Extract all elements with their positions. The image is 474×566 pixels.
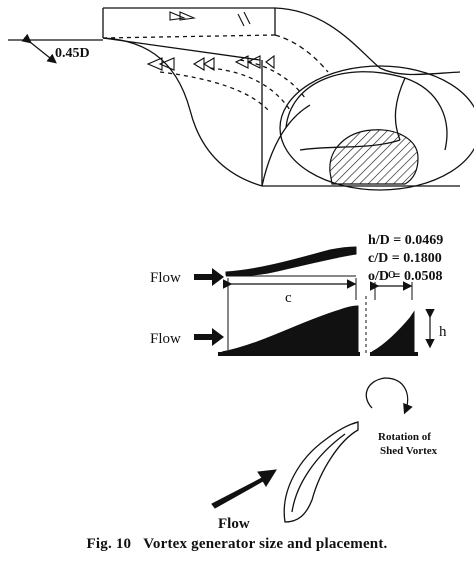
- vg-marker-4: [192, 57, 215, 71]
- vg-track-1: [159, 71, 271, 113]
- duct-top-plate-hidden: [102, 34, 276, 39]
- duct-inner-curve-c: [394, 77, 406, 141]
- flow-arrow-top: [194, 268, 224, 286]
- vg-marker-5: [234, 55, 261, 69]
- vortex-rotation-arrow: [365, 377, 413, 415]
- flow-label-bottom: Flow: [150, 331, 181, 347]
- vg-marker-3: [146, 57, 175, 71]
- chord-label: c: [285, 290, 292, 306]
- hatched-exit-section: [329, 129, 419, 185]
- flow-label-top: Flow: [150, 270, 181, 286]
- vane-inner: [291, 433, 346, 513]
- ratio-h-over-d: h/D = 0.0469: [368, 233, 443, 248]
- vg-profile-next-surface: [370, 352, 418, 356]
- vane-outer: [283, 421, 359, 523]
- vg-profile-top: [225, 246, 357, 277]
- figure-number: Fig. 10: [86, 536, 132, 552]
- duct-upper-surface: [274, 7, 461, 76]
- offset-dimension: [8, 33, 103, 64]
- vg-marker-1: [169, 11, 197, 21]
- flow-arrow-isometric: [211, 469, 277, 509]
- ratio-o-over-d: o/D = 0.0508: [368, 269, 442, 284]
- vg-isometric-vane: [283, 421, 359, 523]
- figure-caption: Fig. 10 Vortex generator size and placeme…: [0, 536, 474, 553]
- vg-profile-bottom-surface: [218, 352, 360, 356]
- vg-track-3: [239, 59, 306, 99]
- rotation-label-line2: Shed Vortex: [380, 445, 438, 457]
- offset-label: 0.45D: [55, 46, 90, 61]
- height-label: h: [439, 324, 447, 340]
- vg-profile-bottom: [221, 305, 359, 353]
- ratio-c-over-d: c/D = 0.1800: [368, 251, 442, 266]
- flow-arrow-bottom: [194, 328, 224, 346]
- duct-left-wall: [102, 37, 263, 187]
- duct-hidden-edge: [274, 34, 329, 73]
- vg-marker-2: [237, 11, 251, 27]
- offset-arrow-line: [21, 33, 57, 64]
- flow-label-isometric: Flow: [218, 516, 250, 532]
- vane-trailing-edge: [351, 421, 359, 425]
- ratio-labels: h/D = 0.0469 c/D = 0.1800 o/D = 0.0508: [368, 233, 443, 284]
- figure-title: Vortex generator size and placement.: [143, 536, 388, 552]
- rotation-label-line1: Rotation of: [378, 431, 431, 443]
- spacing-label: o: [388, 266, 396, 282]
- vg-track-2: [209, 67, 291, 111]
- vg-profile-next: [371, 310, 415, 353]
- duct-inner-curve-a: [261, 104, 311, 187]
- duct-exit-circle: [279, 65, 474, 191]
- vortex-generator-markers: [146, 11, 275, 71]
- vg-marker-6: [265, 54, 275, 70]
